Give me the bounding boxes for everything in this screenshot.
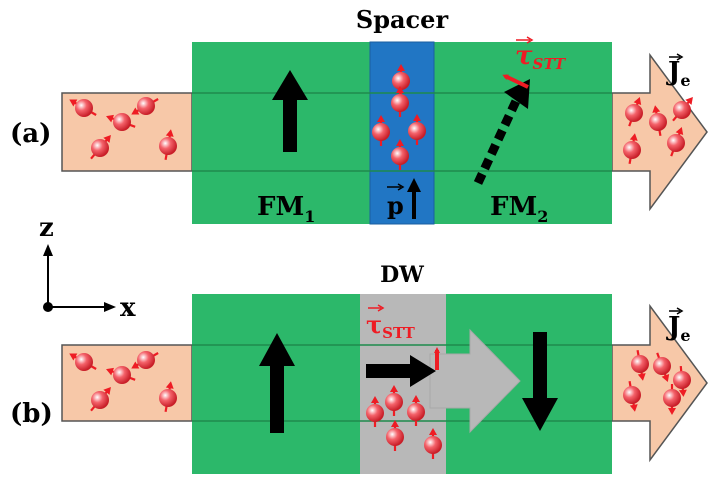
left-lead-electrons-b [69,351,177,412]
torque-subscript-a: STT [533,55,567,73]
torque-arrow-a [502,74,529,89]
left-lead-electrons-a [69,97,177,160]
electron-spin-icon [667,127,685,157]
right-lead-electrons-a [623,96,693,164]
panel-b-label: (b) [10,399,53,429]
electron-spin-icon [106,366,136,384]
electron-spin-icon [385,385,403,416]
x-axis-label: x [120,293,136,323]
wall-motion-arrow [429,328,521,434]
fm1-label: FM1 [257,192,315,226]
current-label-b: Je [666,307,691,345]
torque-symbol-b: τ [366,310,382,339]
electron-spin-icon [131,97,159,115]
electron-spin-icon [631,350,649,381]
electron-spin-icon [90,386,111,412]
electron-spin-icon [69,99,97,117]
electron-spin-icon [372,115,390,146]
p-label: p [387,191,404,220]
electron-spin-icon [391,139,409,170]
dw-label: DW [380,262,424,288]
wall-magnetization-arrow [366,355,436,387]
current-subscript-a: e [680,71,690,90]
torque-label-a: τSTT [515,36,567,73]
fm1-magnetization-arrow [272,70,308,152]
svg-text:Je: Je [666,312,691,345]
electron-spin-icon [366,396,384,427]
p-label-group: p [387,183,405,220]
z-axis-label: z [39,213,54,243]
electron-spin-icon [653,352,671,382]
electron-spin-icon [408,114,426,145]
right-domain-down-arrow [522,332,558,431]
domain-wall-electrons [366,385,442,459]
electron-spin-icon [663,384,681,415]
electron-spin-icon [649,105,667,136]
electron-spin-icon [69,353,97,371]
current-symbol-a: J [666,57,680,87]
electron-spin-icon [159,129,177,160]
polarization-arrow [407,178,421,219]
coordinate-axes: z x [39,213,136,323]
electron-spin-icon [625,97,643,127]
electron-spin-icon [386,420,404,451]
svg-text:τSTT: τSTT [366,310,416,342]
torque-symbol-a: τ [515,41,533,71]
panel-b: (b) DW τSTT Je [10,262,708,474]
current-label-a: Je [666,53,691,90]
panel-a-label: (a) [10,119,51,149]
electron-spin-icon [672,96,693,122]
fm1-subscript: 1 [304,207,315,226]
torque-subscript-b: STT [382,324,415,342]
electron-spin-icon [106,113,136,131]
electron-spin-icon [673,365,691,397]
torque-label-b: τSTT [366,304,416,342]
electron-spin-icon [424,428,442,459]
right-lead-arrow-b [611,303,708,463]
left-domain-up-arrow [259,333,295,433]
electron-spin-icon [90,134,111,160]
spacer-label: Spacer [356,5,449,34]
electron-spin-icon [391,86,409,117]
current-symbol-b: J [666,312,680,342]
fm2-label: FM2 [490,192,548,226]
electron-spin-icon [623,133,641,164]
fm2-subscript: 2 [537,207,548,226]
electron-spin-icon [131,351,159,369]
electron-spin-icon [159,381,177,412]
svg-text:Je: Je [666,57,691,90]
svg-text:τSTT: τSTT [515,41,567,73]
current-subscript-b: e [680,326,690,345]
electron-spin-icon [623,381,641,412]
right-lead-electrons-b [623,350,691,415]
spacer-electrons [372,64,426,170]
electron-spin-icon [407,395,425,426]
panel-a: (a) Spacer FM1 FM2 p τSTT Je [10,5,708,226]
